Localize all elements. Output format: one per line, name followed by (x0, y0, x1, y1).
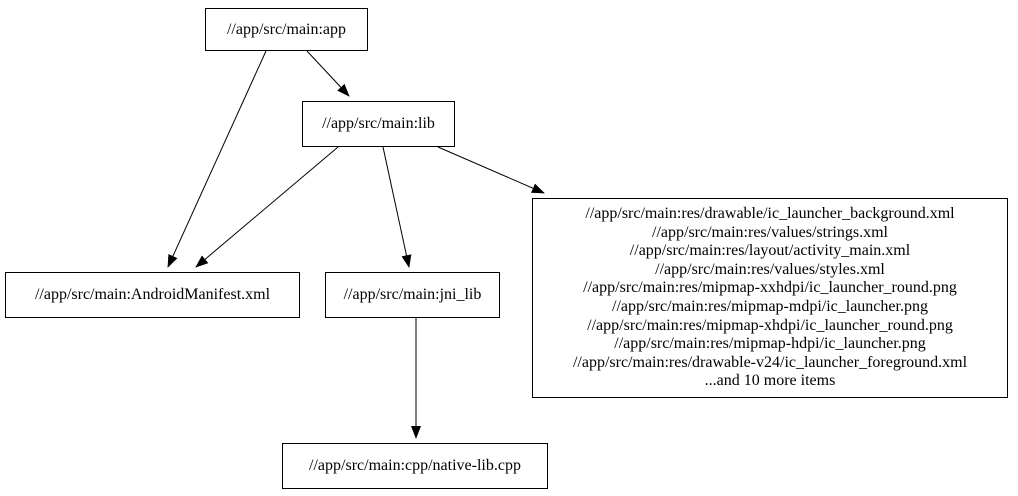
edge-lib-to-android-manifest (195, 146, 339, 268)
node-jni-lib-label: //app/src/main:jni_lib (343, 286, 482, 304)
edge-lib-to-jni-lib (382, 146, 412, 268)
res-file-line: //app/src/main:res/drawable/ic_launcher_… (585, 205, 955, 223)
node-native-lib-cpp: //app/src/main:cpp/native-lib.cpp (282, 443, 548, 489)
res-file-line: //app/src/main:res/mipmap-mdpi/ic_launch… (612, 298, 928, 315)
res-file-line: //app/src/main:res/mipmap-hdpi/ic_launch… (614, 335, 926, 353)
node-lib-label: //app/src/main:lib (322, 115, 435, 133)
res-file-line: //app/src/main:res/drawable-v24/ic_launc… (572, 353, 968, 371)
node-jni-lib: //app/src/main:jni_lib (325, 272, 500, 318)
res-file-line: //app/src/main:res/layout/activity_main.… (629, 242, 911, 260)
edge-lib-to-res-files (437, 146, 545, 194)
edge-app-to-lib (306, 50, 350, 97)
res-file-line: //app/src/main:res/values/styles.xml (655, 260, 885, 278)
node-res-files: //app/src/main:res/drawable/ic_launcher_… (532, 198, 1008, 398)
node-android-manifest-label: //app/src/main:AndroidManifest.xml (34, 286, 271, 304)
res-files-more-items: ...and 10 more items (704, 372, 836, 390)
res-file-line: //app/src/main:res/mipmap-xhdpi/ic_launc… (587, 316, 953, 334)
node-app-label: //app/src/main:app (226, 20, 347, 38)
node-app: //app/src/main:app (205, 8, 368, 51)
res-file-line: //app/src/main:res/values/strings.xml (652, 223, 888, 241)
res-file-line: //app/src/main:res/mipmap-xxhdpi/ic_laun… (583, 279, 957, 297)
node-lib: //app/src/main:lib (302, 101, 455, 147)
node-native-lib-cpp-label: //app/src/main:cpp/native-lib.cpp (309, 457, 521, 475)
node-android-manifest: //app/src/main:AndroidManifest.xml (5, 272, 300, 318)
edge-app-to-android-manifest (167, 50, 267, 268)
